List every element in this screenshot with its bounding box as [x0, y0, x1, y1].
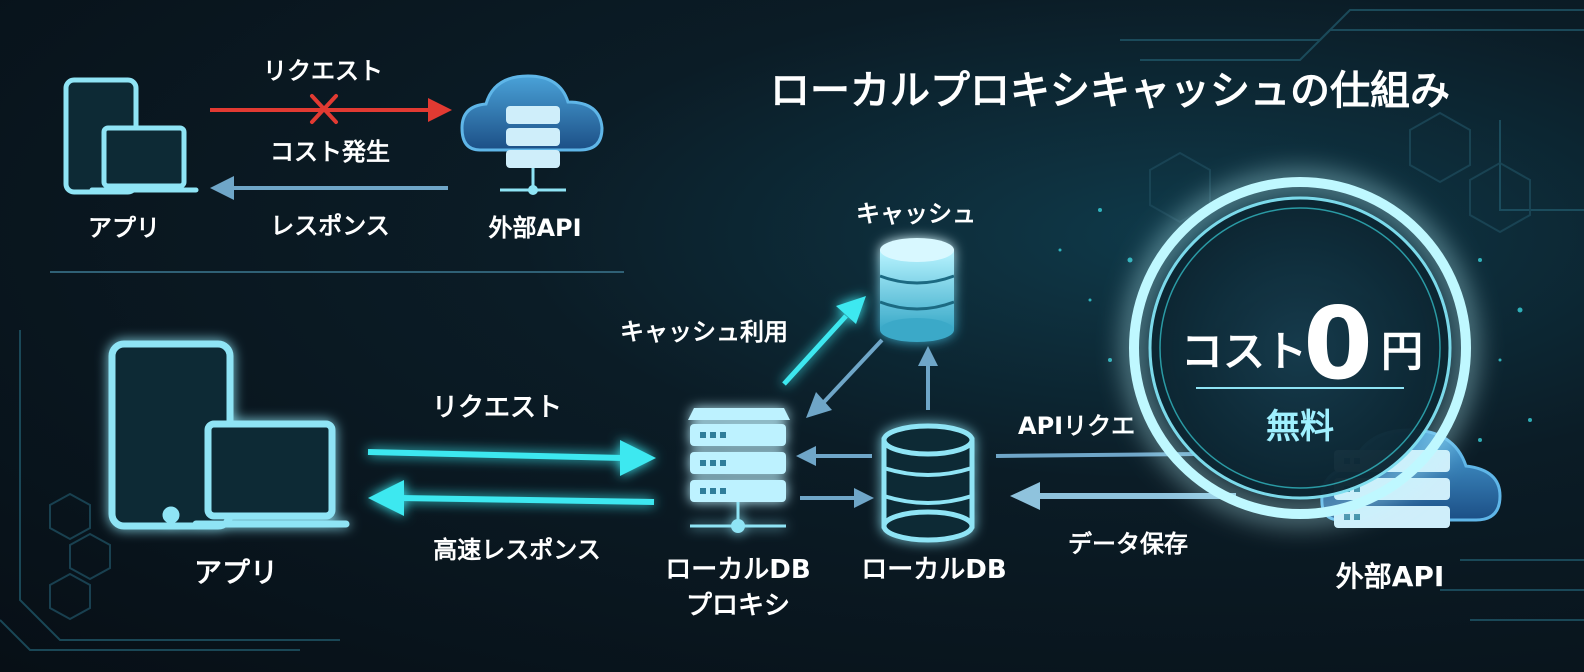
- top-app-label: アプリ: [88, 214, 160, 242]
- localdb-to-proxy-arrow: [796, 446, 872, 466]
- fast-response-label: 高速レスポンス: [433, 536, 601, 564]
- bottom-external-api-label: 外部API: [1336, 560, 1445, 593]
- page-title: ローカルプロキシキャッシュの仕組み: [770, 68, 1450, 114]
- blocked-x-icon: [310, 94, 338, 124]
- proxy-to-localdb-arrow: [800, 488, 874, 508]
- badge-free-label: 無料: [1266, 407, 1334, 447]
- top-cloud-server-icon: [460, 74, 604, 195]
- bottom-request-label: リクエスト: [432, 393, 562, 423]
- api-request-arrow: [995, 452, 1201, 458]
- cache-use-label: キャッシュ利用: [620, 318, 788, 346]
- local-db-label: ローカルDB: [861, 555, 1006, 585]
- cache-database-icon: [879, 238, 955, 342]
- circuit-decoration: [0, 9, 1584, 651]
- top-external-api-label: 外部API: [488, 214, 581, 242]
- top-app-device-icon: [63, 77, 199, 195]
- bottom-app-device-icon: [108, 340, 350, 530]
- particle-decoration: [1058, 208, 1532, 442]
- localdb-to-cache-arrow: [918, 346, 938, 410]
- proxy-label-line2: プロキシ: [686, 591, 790, 621]
- bottom-request-arrow: [367, 440, 656, 476]
- top-request-label: リクエスト: [263, 57, 383, 85]
- badge-zero: 0: [1303, 285, 1373, 402]
- local-database-icon: [881, 423, 975, 543]
- data-save-label: データ保存: [1068, 530, 1188, 558]
- top-response-label: レスポンス: [270, 212, 390, 240]
- cost-zero-badge: [1129, 177, 1471, 519]
- bottom-app-label: アプリ: [194, 556, 278, 589]
- cache-return-arrow: [806, 338, 884, 418]
- data-save-arrow: [1010, 482, 1236, 510]
- fast-response-arrow: [368, 480, 655, 516]
- badge-yen: 円: [1381, 327, 1423, 376]
- cache-label: キャッシュ: [856, 200, 976, 228]
- cache-use-arrow: [782, 296, 866, 386]
- badge-cost-label: コスト: [1181, 327, 1307, 376]
- proxy-label-line1: ローカルDB: [665, 555, 810, 585]
- top-cost-label: コスト発生: [270, 138, 390, 166]
- api-request-label: APIリクエ: [1018, 412, 1135, 440]
- proxy-server-icon: [688, 408, 790, 533]
